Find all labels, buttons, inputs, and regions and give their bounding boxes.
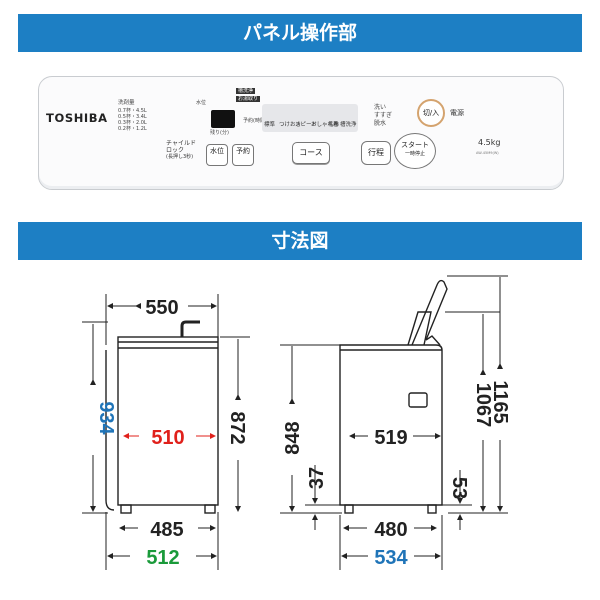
process-spin: 脱水 [374, 120, 387, 127]
detergent-row: 0.2杯・1.2L [118, 126, 147, 132]
mode-label: スピード [295, 122, 318, 128]
side-height-open: 1165 [489, 380, 511, 423]
start-button-label: スタート [401, 141, 429, 149]
power-button-label: 切/入 [422, 109, 440, 117]
side-body-depth: 519 [374, 427, 407, 449]
panel-section-banner: パネル操作部 [18, 14, 582, 52]
front-body-width: 510 [151, 427, 184, 449]
mode-display [262, 104, 358, 132]
process-rinse: すすぎ [374, 112, 393, 119]
capacity-label: 4.5kg [478, 138, 501, 147]
water-level-button[interactable]: 水位 [206, 144, 228, 166]
detergent-row: 0.5杯・3.4L [118, 114, 147, 120]
model-number: AW-45M9(W) [476, 151, 499, 155]
side-body-height: 848 [282, 421, 304, 454]
front-top-width: 550 [145, 297, 178, 319]
dimension-section-title: 寸法図 [271, 230, 329, 252]
water-level-label: 水位 [196, 100, 207, 106]
panel-section-title: パネル操作部 [242, 22, 357, 44]
front-total-height: 934 [95, 401, 117, 435]
child-lock-label: チャイルド ロック (長押し3秒) [166, 140, 196, 160]
lcd-display [211, 110, 235, 128]
front-view-machine [105, 320, 219, 514]
indicator-hot-water: お湯取り [236, 96, 261, 102]
side-bottom-clearance: 37 [306, 467, 328, 489]
mode-label: 毛布 [328, 122, 340, 128]
dimension-section-banner: 寸法図 [18, 222, 582, 260]
process-wash: 洗い [374, 104, 387, 111]
mode-label: おしゃれ着 [311, 122, 339, 128]
front-foot-outer: 512 [146, 547, 179, 569]
detergent-row: 0.7杯・4.5L [118, 108, 147, 114]
water-level-button-label: 水位 [210, 147, 224, 155]
mode-label: 槽洗浄 [340, 122, 357, 128]
reservation-button-label: 予約 [236, 147, 250, 155]
power-label: 電源 [450, 109, 464, 117]
reservation-time-label: 予約(時間) [243, 118, 267, 124]
course-button[interactable]: コース [292, 142, 330, 164]
process-button[interactable]: 行程 [361, 141, 391, 165]
course-button-label: コース [299, 148, 323, 157]
side-lid-clearance: 53 [448, 477, 470, 499]
brand-logo: TOSHIBA [46, 111, 108, 125]
side-foot-outer: 534 [374, 547, 408, 569]
side-foot-inner: 480 [374, 519, 407, 541]
front-view-dimension-lines [82, 294, 250, 570]
detergent-row: 0.3杯・2.0L [118, 120, 147, 126]
control-panel [38, 76, 564, 190]
side-height-closed: 1067 [472, 383, 494, 428]
remaining-time-label: 残り(分) [210, 130, 229, 136]
side-view-dimension-lines [280, 275, 508, 570]
front-foot-inner: 485 [150, 519, 183, 541]
reservation-button[interactable]: 予約 [232, 144, 254, 166]
power-button[interactable]: 切/入 [417, 99, 445, 127]
mode-label: 標準 [264, 122, 276, 128]
detergent-heading: 洗剤量 [118, 100, 135, 106]
process-button-label: 行程 [368, 148, 384, 157]
pause-button-label: 一時停止 [404, 151, 425, 157]
start-pause-button[interactable]: スタート 一時停止 [394, 133, 436, 169]
front-body-height: 872 [226, 411, 248, 444]
mode-label: つけおき [279, 122, 302, 128]
side-view-machine [339, 279, 448, 514]
indicator-tank-clean: 槽洗浄 [236, 88, 256, 94]
